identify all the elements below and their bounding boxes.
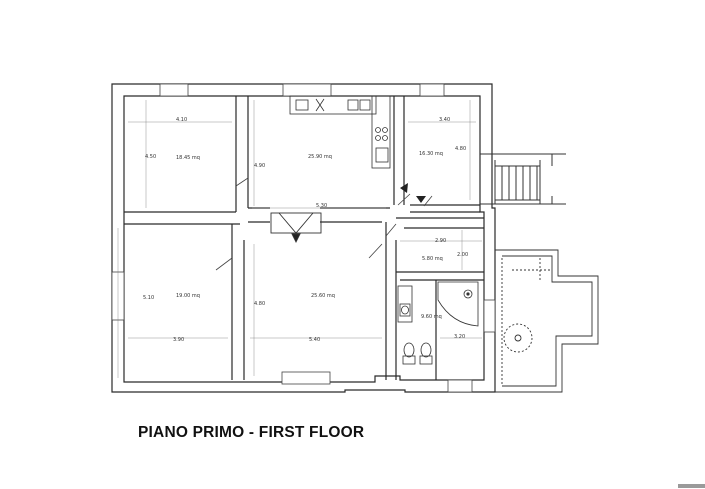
- kitchen-width: 5.30: [316, 203, 327, 209]
- room-1-height: 4.50: [145, 154, 156, 160]
- bathroom-fixtures: [397, 281, 479, 365]
- kitchen-sink-icon: [295, 99, 309, 111]
- hall-height: 2.00: [457, 252, 468, 258]
- plan-title: PIANO PRIMO - FIRST FLOOR: [138, 424, 365, 441]
- hall-width: 2.90: [435, 238, 446, 244]
- bathroom-width: 3.20: [454, 334, 465, 340]
- kitchen-appliance-icon: [315, 98, 325, 112]
- staircase-icon: [480, 153, 566, 205]
- dimension-lines: [117, 100, 482, 378]
- kitchen-counter: [289, 95, 391, 169]
- room-5-width: 5.40: [309, 337, 320, 343]
- kitchen-height: 4.90: [254, 163, 265, 169]
- room-4-width: 3.90: [173, 337, 184, 343]
- room-4-area: 19.00 mq: [176, 293, 200, 299]
- toilet-icon: [419, 342, 433, 365]
- kitchen-area: 25.90 mq: [308, 154, 332, 160]
- door-arrows: [400, 183, 426, 203]
- bathroom-area: 9.60 mq: [421, 314, 442, 320]
- room-3-area: 16.30 mq: [419, 151, 443, 157]
- corner-mark: [678, 484, 705, 488]
- shower-icon: [437, 281, 479, 327]
- fireplace-icon: [270, 212, 322, 244]
- stove-icon: [375, 127, 388, 141]
- labels: 4.10 4.50 18.45 mq 5.30 4.90 25.90 mq 3.…: [143, 117, 468, 343]
- room-5-area: 25.60 mq: [311, 293, 335, 299]
- room-3-height: 4.80: [455, 146, 466, 152]
- room-5-height: 4.80: [254, 301, 265, 307]
- bathtub-side: [397, 285, 413, 323]
- door-swing-icon: [215, 177, 433, 271]
- room-3-width: 3.40: [439, 117, 450, 123]
- terrace: [495, 249, 599, 393]
- room-4-height: 5.10: [143, 295, 154, 301]
- washbasin-icon: [399, 303, 411, 317]
- washbasin-icon: [347, 99, 359, 111]
- room-1-width: 4.10: [176, 117, 187, 123]
- bidet-icon: [402, 342, 416, 365]
- hall-area: 5.80 mq: [422, 256, 443, 262]
- room-1-area: 18.45 mq: [176, 155, 200, 161]
